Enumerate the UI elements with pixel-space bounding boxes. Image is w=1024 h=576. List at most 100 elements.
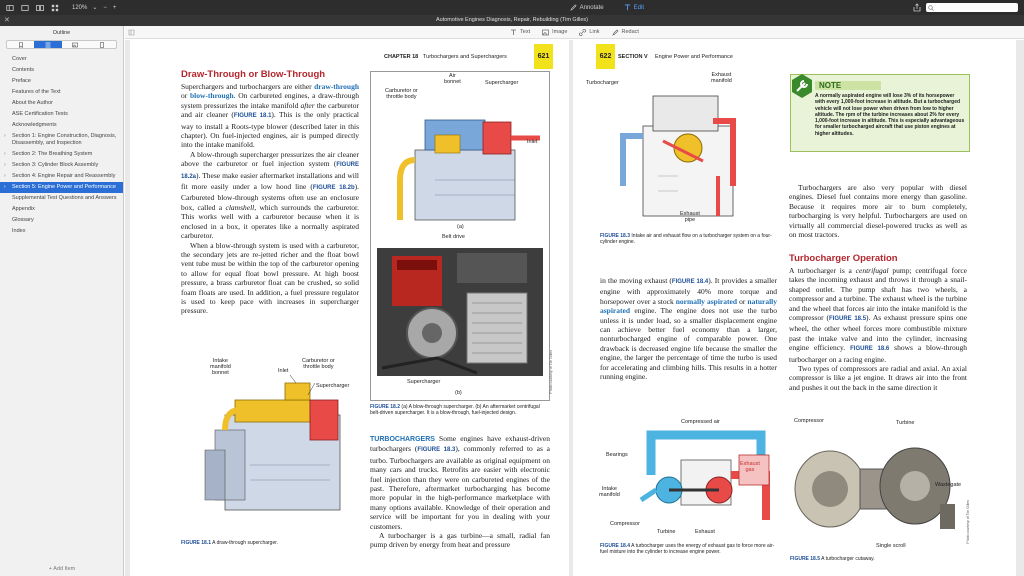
annotate-button[interactable]: Annotate — [569, 4, 604, 11]
caption-number: FIGURE 18.1 — [181, 540, 212, 546]
wrench-icon — [792, 74, 812, 98]
chevron-right-icon[interactable]: › — [4, 133, 6, 139]
body-text-column-3: in the moving exhaust (FIGURE 18.4). It … — [600, 276, 778, 382]
outline-item-label: Preface — [12, 78, 31, 84]
sidebar-title: Outline — [52, 30, 71, 36]
search-input[interactable] — [926, 3, 1018, 12]
running-header-section: SECTION V — [618, 54, 648, 60]
add-text-button[interactable]: Text — [510, 29, 530, 36]
outline-item[interactable]: Contents — [0, 65, 123, 76]
chevron-down-icon[interactable]: ⌄ — [92, 5, 98, 11]
outline-item-label: Section 2: The Breathing System — [12, 151, 93, 157]
outline-item[interactable]: Supplemental Test Questions and Answers — [0, 193, 123, 204]
close-icon[interactable]: ✕ — [4, 17, 10, 24]
redact-label: Redact — [621, 29, 639, 35]
add-link-label: Link — [589, 29, 600, 35]
zoom-value[interactable]: 120% — [72, 4, 88, 11]
outline-item[interactable]: ›Section 1: Engine Construction, Diagnos… — [0, 131, 123, 149]
sidebar-toggle-icon[interactable] — [5, 3, 15, 13]
add-link-button[interactable]: Link — [579, 28, 600, 36]
link-icon — [579, 28, 587, 36]
outline-item[interactable]: › Section 4: Engine Repair and Reassembly — [0, 171, 123, 182]
chevron-right-icon[interactable]: › — [4, 162, 6, 168]
outline-item[interactable]: Index — [0, 226, 123, 237]
zoom-in-icon[interactable]: + — [112, 4, 117, 11]
outline-item-label: Glossary — [12, 217, 34, 223]
caption-number: FIGURE 18.2 — [370, 404, 401, 410]
zoom-out-icon[interactable]: − — [103, 4, 107, 11]
body-text-column-1: Superchargers and turbochargers are eith… — [181, 82, 360, 316]
label-wastegate: Wastegate — [935, 482, 962, 488]
outline-item[interactable]: ASE Certification Tests — [0, 109, 123, 120]
tab-images[interactable] — [62, 41, 89, 48]
caption-number: FIGURE 18.3 — [600, 233, 631, 239]
chevron-right-icon[interactable]: › — [4, 173, 6, 179]
outline-item[interactable]: Preface — [0, 76, 123, 87]
outline-item-label: Cover — [12, 56, 27, 62]
tab-bookmarks[interactable] — [7, 41, 34, 48]
document-view[interactable]: CHAPTER 18 Turbochargers and Supercharge… — [125, 40, 1024, 576]
outline-item-label: Acknowledgments — [12, 122, 57, 128]
outline-item[interactable]: Features of the Text — [0, 87, 123, 98]
redact-button[interactable]: Redact — [611, 29, 639, 36]
label-supercharger: Supercharger — [316, 383, 350, 389]
add-item-button[interactable]: + Add Item — [0, 566, 124, 572]
intercooler-shape — [466, 292, 528, 364]
figure-18-4-caption: FIGURE 18.4 A turbocharger uses the ener… — [600, 543, 775, 555]
outline-item[interactable]: About the Author — [0, 98, 123, 109]
pen-icon — [569, 4, 577, 11]
zoom-control[interactable]: 120% ⌄ − + — [72, 4, 117, 12]
outline-item[interactable]: Appendix — [0, 204, 123, 215]
single-page-view-icon[interactable] — [20, 3, 30, 13]
redact-icon — [611, 29, 619, 36]
add-image-button[interactable]: Image — [542, 29, 567, 36]
label-single-scroll: Single scroll — [876, 543, 906, 549]
outline-item[interactable]: Acknowledgments — [0, 120, 123, 131]
caption-text: A draw-through supercharger. — [212, 540, 279, 546]
tab-thumbnails[interactable] — [89, 41, 116, 48]
outline-item[interactable]: Cover — [0, 54, 123, 65]
label-turbine-5: Turbine — [896, 420, 915, 426]
two-page-view-icon[interactable] — [35, 3, 45, 13]
text-edit-icon — [624, 4, 630, 11]
outline-item-label: Supplemental Test Questions and Answers — [12, 195, 117, 201]
tab-outline[interactable] — [34, 41, 62, 48]
page-number: 621 — [534, 44, 553, 69]
image-icon — [72, 42, 78, 47]
share-icon[interactable] — [913, 3, 921, 12]
chevron-right-icon[interactable]: › — [4, 184, 6, 190]
outline-item[interactable]: Glossary — [0, 215, 123, 226]
figure-18-1-caption: FIGURE 18.1 A draw-through supercharger. — [181, 540, 361, 546]
running-header-title: Turbochargers and Superchargers — [423, 54, 507, 60]
figure-18-2-box — [370, 71, 550, 401]
page-621: CHAPTER 18 Turbochargers and Supercharge… — [130, 40, 569, 576]
label-compressor-4: Compressor — [610, 521, 640, 527]
edit-button[interactable]: Edit — [624, 4, 644, 11]
collapse-toolbar-icon[interactable] — [128, 29, 135, 36]
outline-item[interactable]: › Section 2: The Breathing System — [0, 149, 123, 160]
annotate-label: Annotate — [579, 4, 604, 11]
body-text-column-4: Turbochargers are also very popular with… — [789, 183, 967, 240]
outline-item-label: About the Author — [12, 100, 53, 106]
label-supercharger-2a: Supercharger — [485, 80, 519, 86]
label-b: (b) — [455, 390, 462, 396]
outline-item-label: Section 4: Engine Repair and Reassembly — [12, 173, 116, 179]
caption-number: FIGURE 18.5 — [790, 556, 821, 562]
add-text-label: Text — [520, 29, 531, 35]
outline-item[interactable]: ›Section 5: Engine Power and Performance — [0, 182, 123, 193]
chevron-right-icon[interactable]: › — [4, 151, 6, 157]
grid-view-icon[interactable] — [50, 3, 60, 13]
outline-item[interactable]: ›Section 3: Cylinder Block Assembly — [0, 160, 123, 171]
label-exhaust-4: Exhaust — [695, 529, 715, 535]
section-heading: Draw-Through or Blow-Through — [181, 69, 326, 80]
figure-18-5-photo — [790, 424, 960, 544]
label-a: (a) — [457, 224, 464, 230]
top-toolbar: 120% ⌄ − + Annotate Edit — [0, 0, 1024, 15]
